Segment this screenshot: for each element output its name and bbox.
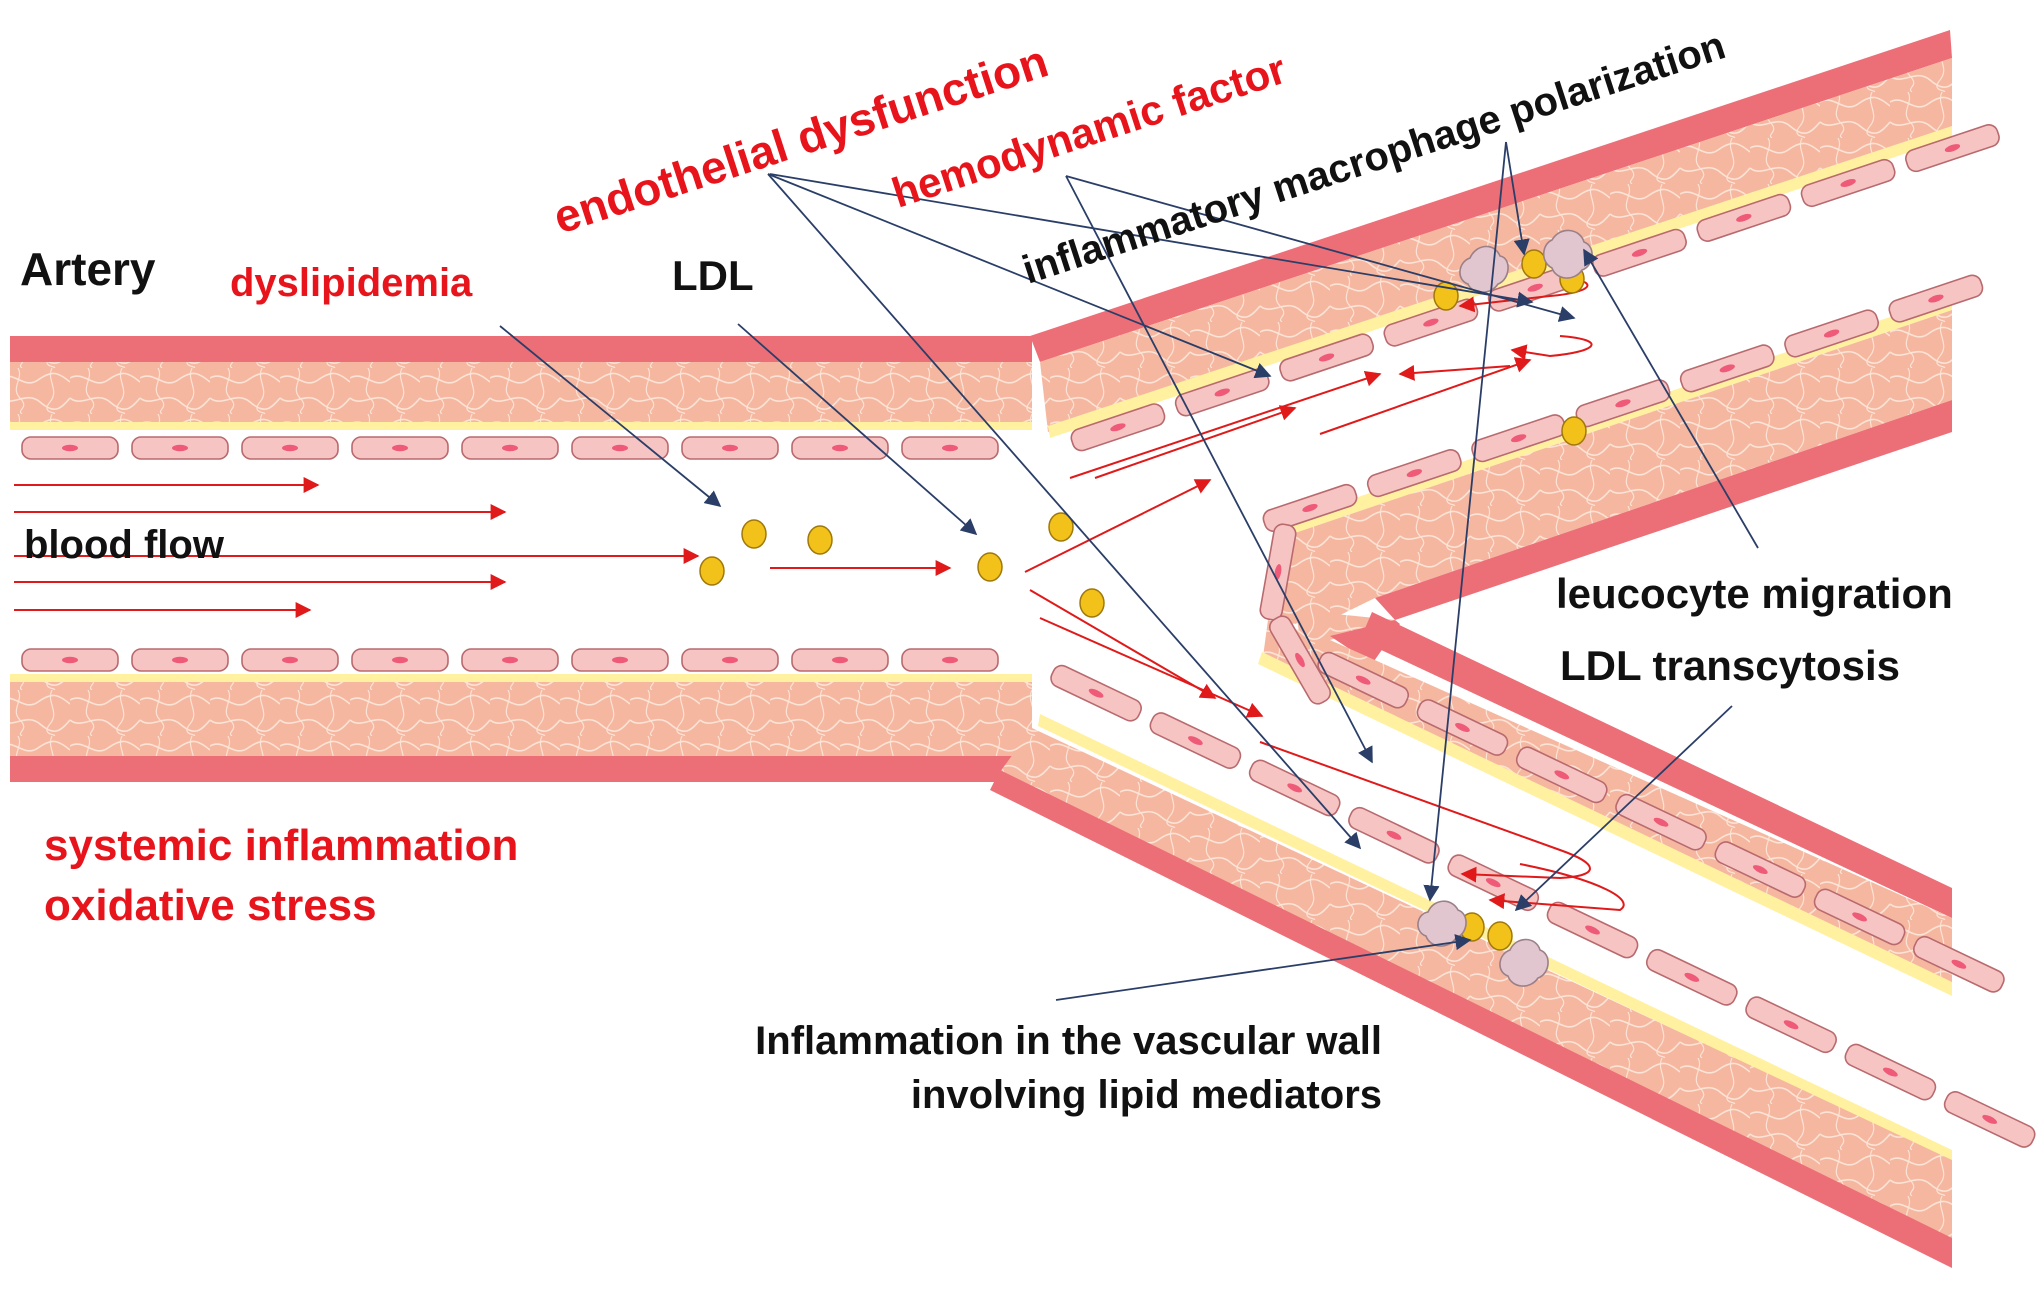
label-leucocyte-migration: leucocyte migration (1556, 570, 1953, 617)
label-oxidative-stress: oxidative stress (44, 881, 377, 930)
main-upper-wall (10, 336, 1032, 430)
macrophages (1417, 229, 1593, 987)
label-inflammation-line1: Inflammation in the vascular wall (755, 1019, 1382, 1063)
label-blood-flow: blood flow (24, 523, 225, 567)
label-dyslipidemia: dyslipidemia (230, 261, 473, 305)
label-systemic-inflammation: systemic inflammation (44, 821, 518, 870)
main-lower-wall (10, 674, 1032, 782)
label-ldl-transcytosis: LDL transcytosis (1560, 642, 1900, 689)
ldl-particles (699, 249, 1587, 951)
label-inflammation-line2: involving lipid mediators (911, 1073, 1382, 1117)
label-ldl: LDL (672, 252, 754, 299)
label-artery: Artery (20, 243, 156, 295)
endothelium-main-upper (21, 436, 999, 460)
lower-branch-outer-wall (990, 714, 1952, 1268)
blood-flow-arrows (14, 277, 1625, 912)
endothelium-main-lower (21, 648, 999, 672)
annotation-arrows (499, 141, 1759, 1001)
